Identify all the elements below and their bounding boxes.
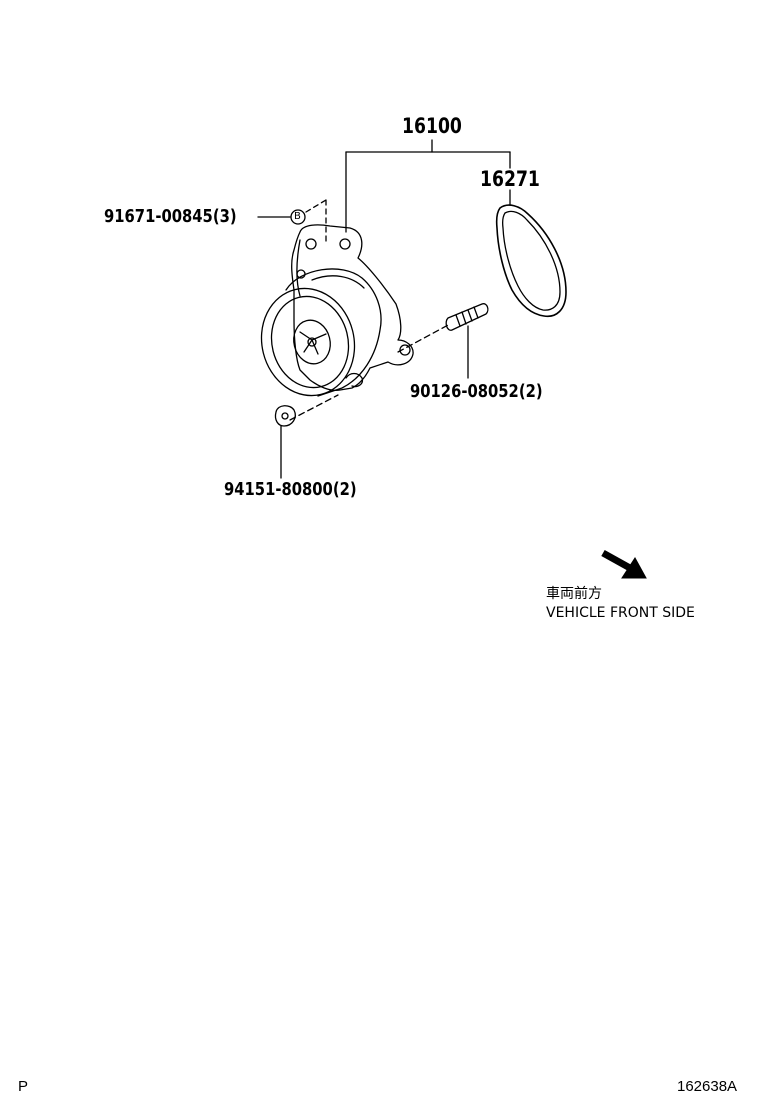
part-number-16100[interactable]: 16100 <box>402 114 462 138</box>
stud-bolt-icon <box>445 303 489 331</box>
part-number-stud[interactable]: 90126-08052(2) <box>410 381 543 402</box>
front-direction-arrow-icon <box>601 549 647 579</box>
pulley-body <box>285 268 382 397</box>
pulley-face-inner <box>270 295 350 389</box>
bolt-hole-icon <box>399 344 411 356</box>
leader-bolt <box>257 199 327 243</box>
bolt-hole-icon <box>305 238 317 250</box>
flange-edge <box>296 239 301 297</box>
part-number-bolt[interactable]: 91671-00845(3) <box>104 206 237 227</box>
part-number-16271[interactable]: 16271 <box>480 167 540 191</box>
part-number-nut[interactable]: 94151-80800(2) <box>224 479 357 500</box>
bolt-hole-icon <box>339 238 351 250</box>
bolt-marker-label: B <box>294 211 301 222</box>
bolt-b-marker-icon <box>290 209 306 225</box>
illustration-number: 162638A <box>677 1078 738 1095</box>
pulley-rim-back <box>311 275 365 289</box>
front-direction-en: VEHICLE FRONT SIDE <box>546 605 695 621</box>
gasket-outline <box>495 204 567 318</box>
nut-icon <box>274 405 296 427</box>
gasket-inner <box>501 210 561 311</box>
pulley-hub <box>293 319 331 365</box>
footer-left-marker: P <box>18 1078 29 1095</box>
leader-16100 <box>345 139 511 233</box>
pump-housing-flange <box>291 224 414 392</box>
front-direction-jp: 車両前方 <box>546 586 602 602</box>
stud-hidden-line <box>397 323 451 353</box>
nut-hidden-line <box>289 394 339 421</box>
pulley-face <box>260 287 356 397</box>
pump-fitting <box>345 372 364 388</box>
hub-cross-icon <box>299 331 327 355</box>
